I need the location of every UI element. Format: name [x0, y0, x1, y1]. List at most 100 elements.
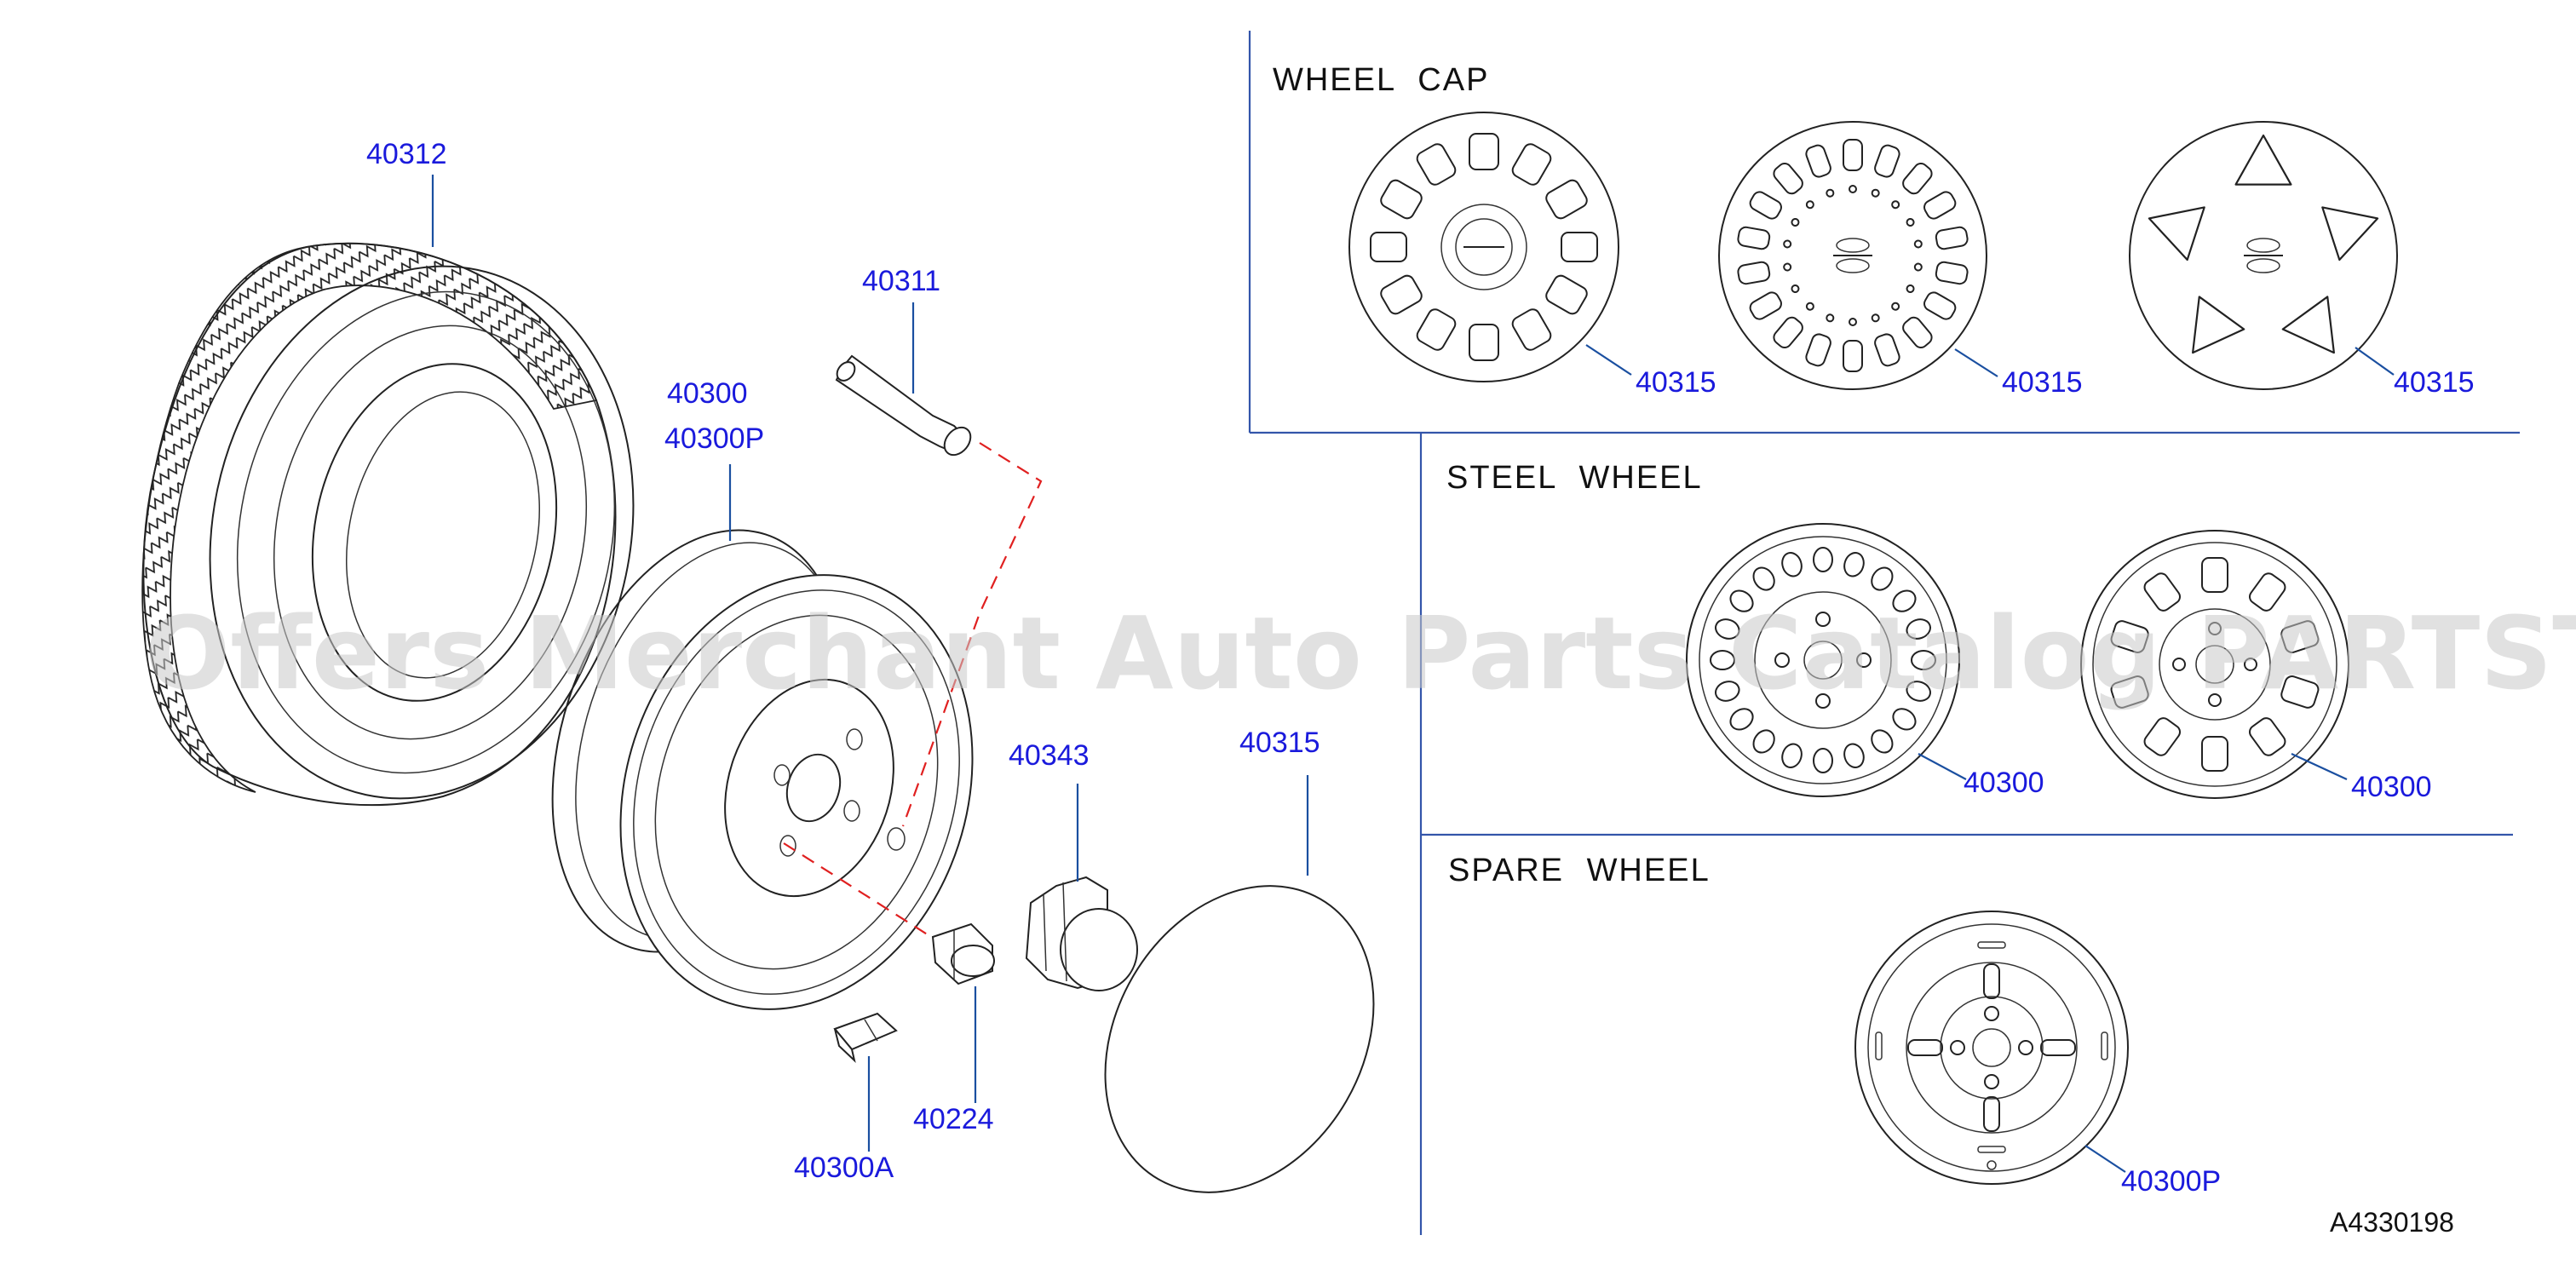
cutout	[2244, 658, 2257, 671]
section-heading-steel-wheel: STEEL WHEEL	[1446, 460, 1703, 496]
balance-weight-illustration[interactable]	[833, 1012, 898, 1063]
cutout	[1545, 274, 1588, 315]
cutout	[1561, 232, 1598, 262]
steel-wheel-2[interactable]	[2080, 530, 2349, 799]
cutout	[1892, 589, 1917, 612]
cutout	[1891, 200, 1900, 210]
cutout	[1950, 1040, 1965, 1055]
cutout	[1984, 1074, 1999, 1089]
cutout	[1871, 729, 1894, 754]
cutout	[1752, 566, 1775, 591]
cutout	[1906, 284, 1915, 293]
wheel-cap-1[interactable]	[1348, 112, 1619, 382]
spare-wheel[interactable]	[1854, 911, 2129, 1185]
cutout	[1983, 1096, 2000, 1132]
cutout	[1935, 261, 1969, 285]
cutout	[1923, 191, 1957, 220]
cutout	[1902, 316, 1933, 348]
callout-spare[interactable]: 40300P	[2121, 1165, 2221, 1198]
cutout	[1805, 333, 1831, 367]
assembly-lines	[783, 442, 1043, 936]
cutout	[1843, 139, 1863, 171]
cutout	[1715, 618, 1740, 640]
cutout	[1906, 218, 1915, 227]
callout-steel-1[interactable]: 40300	[1964, 767, 2044, 799]
cutout	[1849, 318, 1857, 326]
callout-cap-3[interactable]: 40315	[2394, 366, 2475, 399]
valve-stem-illustration[interactable]	[833, 354, 975, 460]
cutout	[1871, 313, 1880, 323]
cutout	[2208, 693, 2222, 707]
callout-balance-weight[interactable]: 40300A	[794, 1152, 894, 1184]
wheel-cover-disc-illustration[interactable]	[1051, 837, 1427, 1241]
cutout	[1783, 239, 1792, 249]
cutout	[1906, 681, 1931, 702]
cutout	[1856, 652, 1872, 668]
cutout	[2110, 620, 2149, 653]
cutout	[1749, 191, 1782, 220]
cutout	[2321, 206, 2379, 261]
cutout	[1469, 133, 1499, 170]
cutout	[1907, 1039, 1943, 1056]
cutout	[1511, 308, 1552, 351]
callout-nut[interactable]: 40224	[913, 1103, 994, 1135]
cutout	[1783, 262, 1792, 272]
callout-tire[interactable]: 40312	[366, 138, 447, 170]
section-heading-spare-wheel: SPARE WHEEL	[1448, 853, 1711, 888]
cutout	[1874, 333, 1900, 367]
callout-steel-2[interactable]: 40300	[2351, 771, 2432, 803]
wheel-illustration[interactable]	[502, 492, 1027, 1055]
cutout	[1843, 743, 1865, 768]
cutout	[1737, 261, 1771, 285]
cutout	[1729, 708, 1754, 731]
cutout	[1892, 708, 1917, 731]
callout-cap-2[interactable]: 40315	[2002, 366, 2083, 399]
cutout	[2249, 717, 2286, 756]
cutout	[2201, 736, 2228, 772]
cutout	[1774, 652, 1790, 668]
wheel-cap-2[interactable]	[1718, 121, 1987, 390]
cutout	[1874, 144, 1900, 178]
cutout	[2110, 675, 2149, 709]
callout-cap-1[interactable]: 40315	[1636, 366, 1716, 399]
steel-wheel-1[interactable]	[1686, 523, 1960, 797]
cutout	[1984, 1006, 1999, 1021]
tire-illustration[interactable]	[141, 227, 681, 838]
cutout	[1843, 340, 1863, 372]
cutout	[1380, 274, 1423, 315]
callout-valve[interactable]: 40311	[862, 265, 940, 297]
cutout	[1380, 179, 1423, 220]
cutout	[1791, 218, 1800, 227]
cutout	[1805, 200, 1814, 210]
callout-wheel[interactable]: 40300	[667, 377, 748, 410]
callout-wheel-p[interactable]: 40300P	[664, 422, 764, 455]
watermark-text: Offers Merchant Auto Parts Catalog PARTS…	[145, 595, 2576, 712]
cutout	[1370, 232, 1407, 262]
section-heading-wheel-cap: WHEEL CAP	[1273, 62, 1489, 98]
cutout	[1773, 316, 1803, 348]
cutout	[1826, 313, 1835, 323]
callout-wheel-cover[interactable]: 40315	[1239, 727, 1320, 759]
cutout	[1737, 226, 1771, 250]
wheel-nut-illustration[interactable]	[931, 922, 995, 985]
diagram-code: A4330198	[2330, 1207, 2454, 1238]
cutout	[1805, 144, 1831, 178]
cutout	[2234, 134, 2292, 186]
cutout	[2280, 620, 2320, 653]
section-frames	[1248, 31, 2520, 1235]
cutout	[1749, 291, 1782, 320]
cutout	[1813, 547, 1833, 572]
cutout	[2172, 658, 2186, 671]
cutout	[1913, 239, 1923, 249]
center-cap-illustration[interactable]	[1025, 876, 1138, 991]
cutout	[2143, 717, 2181, 756]
callout-center-cap[interactable]: 40343	[1009, 739, 1090, 772]
cutout	[1849, 185, 1857, 193]
cutout	[1710, 650, 1735, 670]
cutout	[1781, 743, 1803, 768]
cutout	[1545, 179, 1588, 220]
wheel-cap-3[interactable]	[2129, 121, 2398, 390]
cutout	[2280, 675, 2320, 709]
cutout	[2143, 572, 2181, 612]
cutout	[1911, 650, 1936, 670]
